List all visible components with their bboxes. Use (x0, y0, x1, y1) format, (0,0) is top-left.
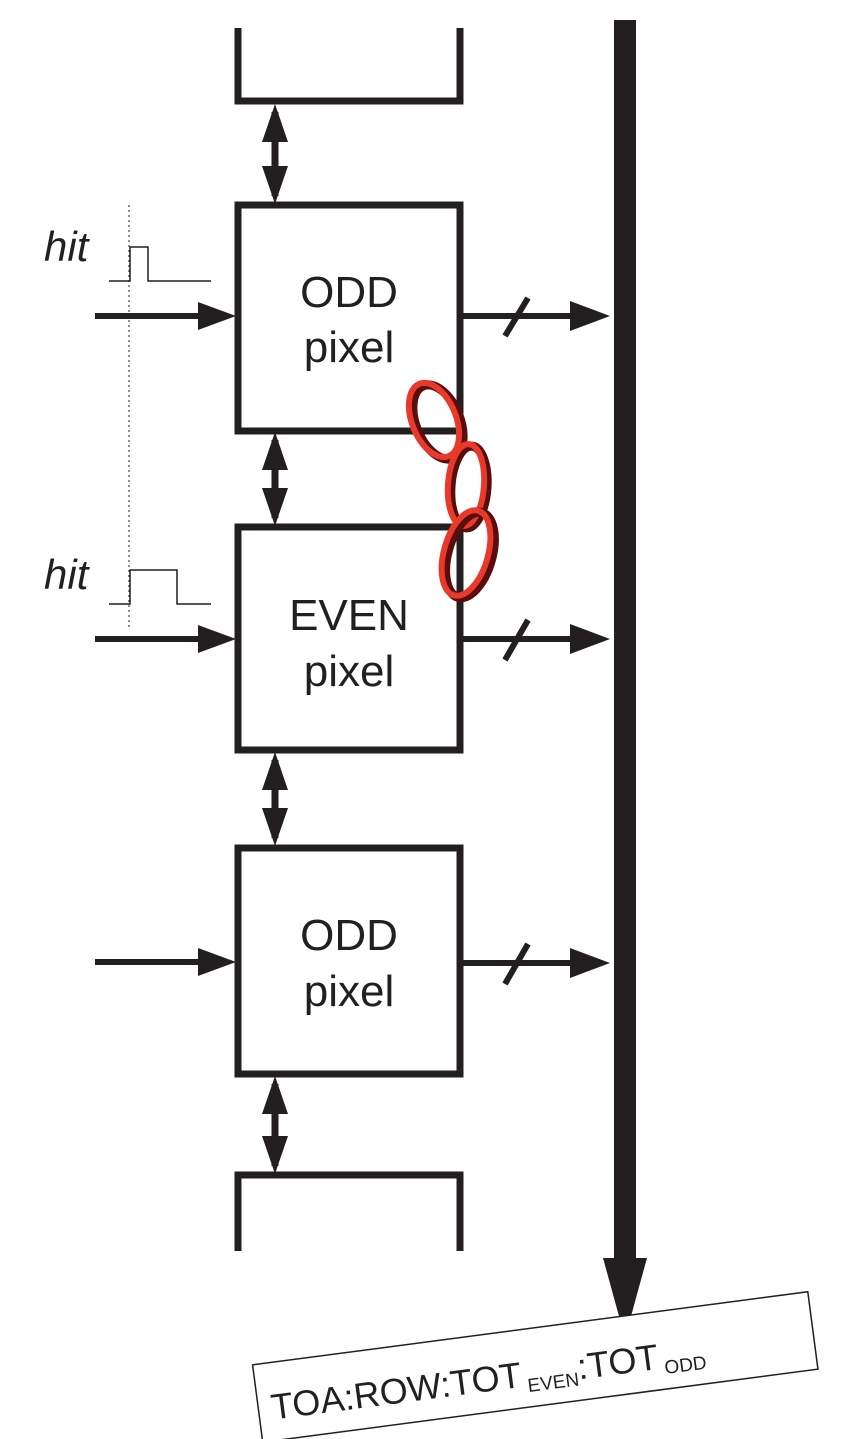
bidirectional-arrow-icon (262, 1076, 288, 1174)
hit-waveform-icon (109, 246, 211, 282)
input-arrow-icon (95, 948, 236, 976)
output-bus-arrow-icon (462, 296, 610, 338)
pixel-label-odd-top-line2: pixel (304, 323, 395, 372)
partial-pixel-top (234, 28, 464, 105)
pixel-label-even-line2: pixel (304, 647, 395, 696)
pixel-box-odd-bottom (234, 844, 464, 1078)
partial-pixel-bottom (234, 1171, 464, 1251)
pixel-box-odd-top (234, 201, 464, 435)
pixel-label-even-line1: EVEN (289, 591, 409, 640)
pixel-box-even (234, 523, 464, 754)
hit-label-odd: hit (44, 223, 91, 270)
pixel-label-odd-top-line1: ODD (300, 268, 398, 317)
pixel-label-odd-bottom-line2: pixel (304, 967, 395, 1016)
output-bus-arrow-icon (462, 618, 610, 662)
hit-waveform-icon (109, 569, 211, 605)
bidirectional-arrow-icon (262, 104, 288, 204)
hit-label-even: hit (44, 551, 91, 598)
bidirectional-arrow-icon (262, 752, 288, 846)
pixel-label-odd-bottom-line1: ODD (300, 911, 398, 960)
input-arrow-icon (95, 625, 236, 653)
column-bus-arrow-icon (603, 20, 647, 1338)
input-arrow-icon (95, 302, 236, 330)
bidirectional-arrow-icon (262, 432, 288, 526)
chain-link-icon (405, 379, 499, 603)
output-bus-arrow-icon (462, 942, 610, 986)
